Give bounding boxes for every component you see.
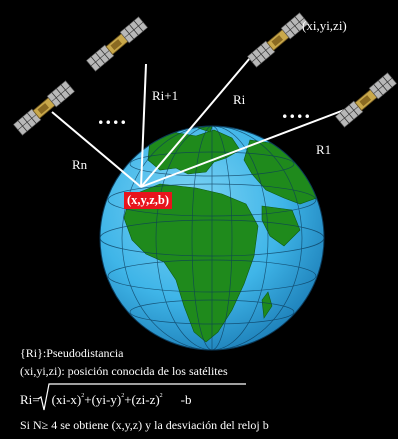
line-ri-plus-1 bbox=[140, 63, 147, 188]
satellite-icon bbox=[12, 80, 76, 136]
caption-pseudorange: {Ri}:Pseudodistancia bbox=[20, 346, 124, 360]
line-rn bbox=[51, 111, 142, 188]
formula-plus: + bbox=[84, 392, 92, 407]
formula-exponent: 2 bbox=[159, 393, 163, 399]
range-label-ri-plus-1: Ri+1 bbox=[152, 88, 179, 103]
ellipsis-left: .... bbox=[98, 104, 128, 129]
pseudorange-formula: Ri=(xi-x)2+(yi-y)2+(zi-z)2-b bbox=[20, 392, 192, 408]
formula-exponent: 2 bbox=[81, 393, 85, 399]
radical-sign bbox=[37, 383, 246, 411]
line-ri bbox=[140, 57, 251, 188]
satellite-icon bbox=[334, 72, 398, 128]
ellipsis-right: .... bbox=[282, 98, 312, 123]
formula-exponent: 2 bbox=[121, 393, 125, 399]
formula-term-y: (yi-y) bbox=[91, 392, 122, 407]
formula-term-z: (zi-z) bbox=[131, 392, 160, 407]
earth-globe bbox=[99, 125, 325, 351]
range-label-rn: Rn bbox=[72, 157, 88, 172]
receiver-position-badge: (x,y,z,b) bbox=[124, 192, 173, 209]
caption-satellite-position: (xi,yi,zi): posición conocida de los sat… bbox=[20, 364, 228, 378]
range-label-ri: Ri bbox=[233, 92, 246, 107]
satellite-icon bbox=[85, 16, 149, 72]
satellite-icon bbox=[246, 12, 310, 68]
satellite-coordinates-label: (xi,yi,zi) bbox=[302, 18, 347, 33]
range-label-r1: R1 bbox=[316, 142, 332, 157]
line-r1 bbox=[140, 103, 361, 188]
formula-plus: + bbox=[124, 392, 132, 407]
formula-term-x: (xi-x) bbox=[51, 392, 82, 407]
formula-clock-bias: -b bbox=[180, 392, 192, 407]
signal-lines bbox=[51, 57, 361, 188]
formula-lhs: Ri= bbox=[20, 392, 40, 407]
caption-solution: Si N≥ 4 se obtiene (x,y,z) y la desviaci… bbox=[20, 418, 269, 432]
